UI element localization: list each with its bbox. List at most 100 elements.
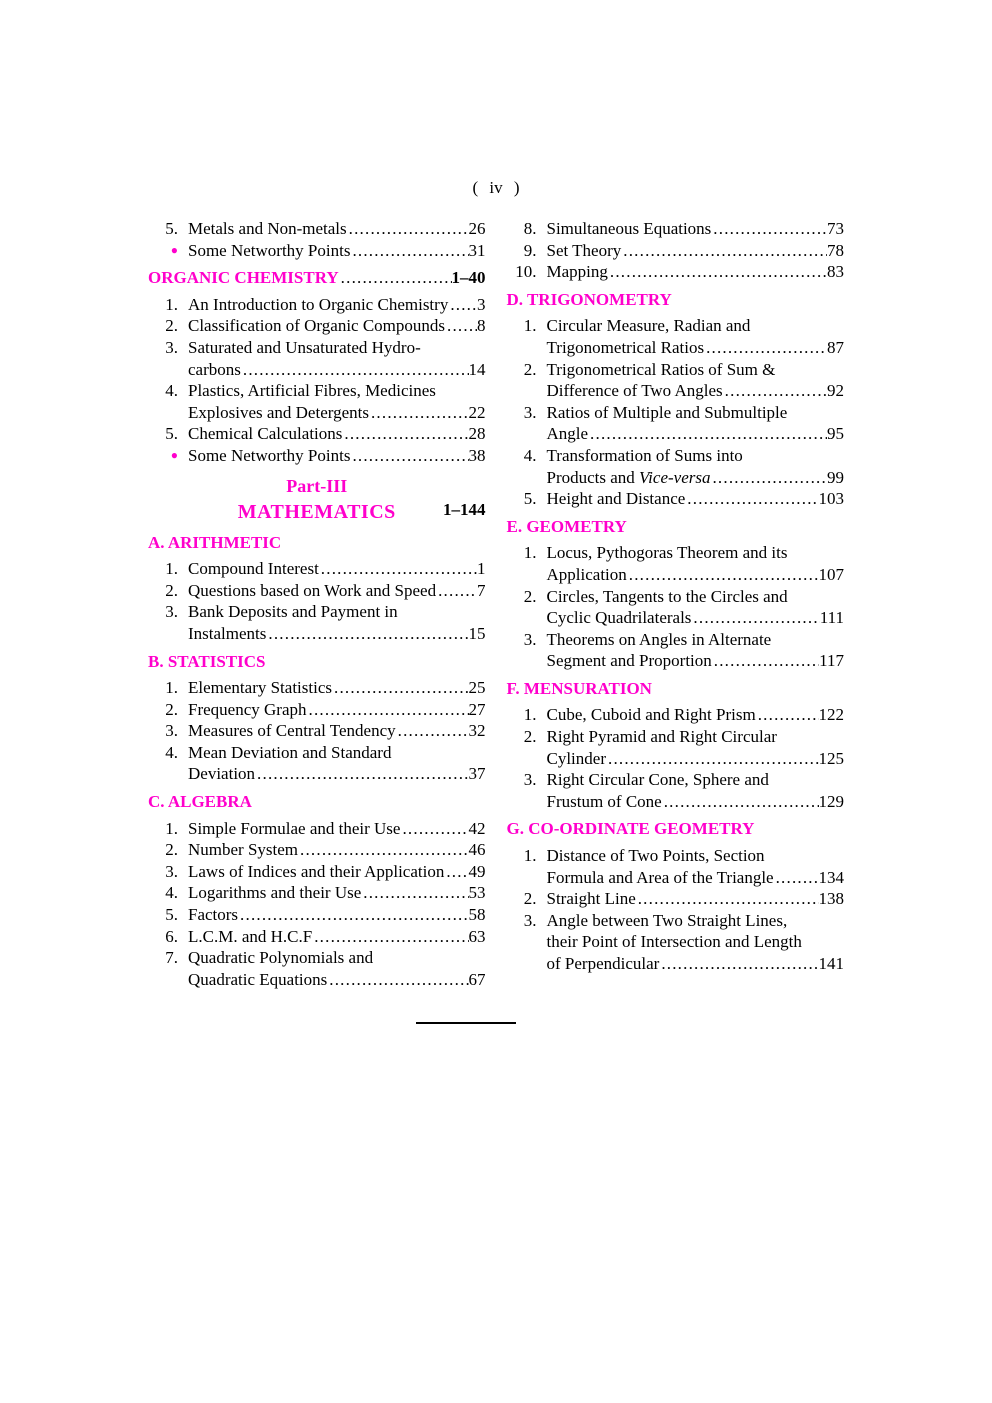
dot-leader: ........................................… bbox=[320, 559, 477, 579]
toc-item-body: Simultaneous Equations..................… bbox=[547, 218, 845, 240]
toc-item-number: 3. bbox=[523, 770, 537, 790]
toc-page-number: 92 bbox=[827, 381, 844, 401]
toc-item-text: Theorems on Angles in Alternate bbox=[546, 629, 772, 649]
toc-item-number: 1. bbox=[523, 543, 537, 563]
toc-page-number: 28 bbox=[468, 424, 486, 444]
toc-item-text: their Point of Intersection and Length bbox=[546, 932, 802, 952]
dot-leader: ........................................… bbox=[693, 608, 819, 628]
toc-page-number: 99 bbox=[827, 467, 844, 487]
toc-item-text: Ratios of Multiple and Submultiple bbox=[546, 402, 788, 422]
toc-item-text: Trigonometrical Ratios of Sum & bbox=[546, 359, 776, 379]
toc-item-body: Measures of Central Tendency............… bbox=[188, 720, 486, 742]
toc-item-number: 1. bbox=[165, 294, 178, 314]
toc-item-line: Right Pyramid and Right Circular bbox=[547, 726, 845, 748]
toc-item-text: Cube, Cuboid and Right Prism bbox=[546, 705, 756, 725]
toc-item-line: An Introduction to Organic Chemistry....… bbox=[188, 294, 486, 316]
toc-column-right: 8.Simultaneous Equations................… bbox=[507, 218, 845, 990]
dot-leader: ........................................… bbox=[450, 294, 477, 314]
toc-page-number: 22 bbox=[468, 402, 486, 422]
toc-item-number: 4. bbox=[165, 742, 178, 762]
toc-section-heading: F. MENSURATION bbox=[506, 678, 652, 698]
toc-item-line: Height and Distance.....................… bbox=[547, 488, 845, 510]
dot-leader: ........................................… bbox=[340, 268, 452, 288]
toc-item-line: carbons.................................… bbox=[188, 359, 486, 381]
dot-leader: ........................................… bbox=[240, 905, 469, 925]
toc-item-body: Some Networthy Points...................… bbox=[188, 240, 486, 262]
toc-item-line: L.C.M. and H.C.F........................… bbox=[188, 926, 486, 948]
toc-section-heading: A. ARITHMETIC bbox=[148, 532, 282, 552]
toc-item-line: Right Circular Cone, Sphere and bbox=[547, 769, 845, 791]
toc-item-line: Classification of Organic Compounds.....… bbox=[188, 315, 486, 337]
toc-item: 4.Plastics, Artificial Fibres, Medicines… bbox=[148, 380, 486, 423]
toc-item-text: Mean Deviation and Standard bbox=[188, 742, 392, 762]
dot-leader: ........................................… bbox=[370, 402, 469, 422]
toc-item: 3.Angle between Two Straight Lines,their… bbox=[507, 910, 844, 975]
dot-leader: ........................................… bbox=[352, 445, 468, 465]
dot-leader: ........................................… bbox=[447, 316, 477, 336]
toc-item-text: Angle bbox=[546, 424, 589, 444]
toc-section-heading: B. STATISTICS bbox=[148, 651, 266, 671]
toc-page-number: 46 bbox=[468, 840, 486, 860]
toc-item-number: 9. bbox=[523, 240, 537, 260]
toc-section-heading: C. ALGEBRA bbox=[148, 792, 252, 812]
toc-item-line: Cyclic Quadrilaterals...................… bbox=[547, 607, 845, 629]
toc-item-line: Set Theory..............................… bbox=[547, 240, 845, 262]
toc-page-number: 7 bbox=[477, 580, 486, 600]
toc-bullet-item: ●Some Networthy Points..................… bbox=[148, 240, 486, 262]
toc-item-number: 1. bbox=[165, 818, 178, 838]
toc-page-number: 83 bbox=[827, 262, 844, 282]
dot-leader: ........................................… bbox=[775, 867, 819, 887]
toc-columns: 5.Metals and Non-metals.................… bbox=[148, 218, 844, 990]
toc-item-line: Frustum of Cone.........................… bbox=[547, 791, 845, 813]
dot-leader: ........................................… bbox=[687, 489, 819, 509]
toc-item-body: Trigonometrical Ratios of Sum &Differenc… bbox=[547, 359, 845, 402]
toc-item: 4.Logarithms and their Use..............… bbox=[148, 882, 486, 904]
toc-item-body: Cube, Cuboid and Right Prism............… bbox=[547, 704, 845, 726]
toc-item-body: Factors.................................… bbox=[188, 904, 486, 926]
toc-item-line: Elementary Statistics...................… bbox=[188, 677, 486, 699]
toc-item-text: Height and Distance bbox=[546, 489, 686, 509]
toc-item: 2.Number System.........................… bbox=[148, 839, 486, 861]
toc-item-text: Bank Deposits and Payment in bbox=[188, 602, 398, 622]
toc-item: 2.Classification of Organic Compounds...… bbox=[148, 315, 486, 337]
toc-page-number: 49 bbox=[468, 861, 486, 881]
toc-page-number: 117 bbox=[819, 651, 844, 671]
toc-item-body: Number System...........................… bbox=[188, 839, 486, 861]
toc-item-line: Explosives and Detergents...............… bbox=[188, 402, 486, 424]
toc-item-text: Logarithms and their Use bbox=[188, 883, 362, 903]
toc-item-line: Chemical Calculations...................… bbox=[188, 423, 486, 445]
toc-item: 2.Trigonometrical Ratios of Sum &Differe… bbox=[507, 359, 845, 402]
dot-leader: ........................................… bbox=[314, 926, 469, 946]
toc-item-number: 2. bbox=[523, 889, 537, 909]
toc-page-number: 31 bbox=[468, 240, 486, 260]
toc-page-number: 122 bbox=[818, 705, 845, 725]
toc-section-title: ORGANIC CHEMISTRY bbox=[148, 268, 339, 288]
toc-item: 2.Questions based on Work and Speed.....… bbox=[148, 580, 486, 602]
toc-item-number: 3. bbox=[165, 602, 178, 622]
toc-item-text: Locus, Pythogoras Theorem and its bbox=[546, 543, 788, 563]
toc-item-number: 1. bbox=[165, 559, 178, 579]
toc-item-line: Transformation of Sums into bbox=[547, 445, 845, 467]
toc-page-number: 53 bbox=[468, 883, 486, 903]
toc-item-number: 5. bbox=[523, 489, 537, 509]
toc-item: 5. Height and Distance...................… bbox=[507, 488, 845, 510]
toc-page-number: 42 bbox=[468, 818, 486, 838]
toc-item-body: Height and Distance.....................… bbox=[547, 488, 845, 510]
toc-page-number: 58 bbox=[468, 905, 486, 925]
toc-section-page-range: 1–40 bbox=[451, 268, 486, 288]
toc-item: 6.L.C.M. and H.C.F......................… bbox=[148, 926, 486, 948]
toc-page-number: 3 bbox=[477, 294, 486, 314]
toc-item-line: Ratios of Multiple and Submultiple bbox=[547, 402, 845, 424]
toc-item-line: Factors.................................… bbox=[188, 904, 486, 926]
toc-page-number: 27 bbox=[468, 699, 486, 719]
toc-item: 10.Mapping..............................… bbox=[507, 261, 844, 283]
toc-item-text: An Introduction to Organic Chemistry bbox=[188, 294, 449, 314]
